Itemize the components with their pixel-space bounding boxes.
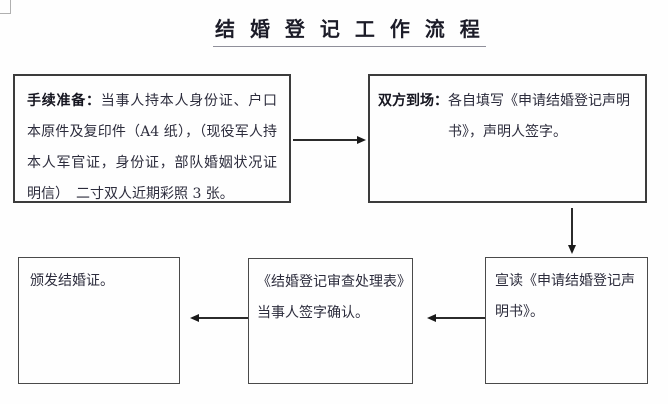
arrowhead-left-icon [190,313,199,322]
arrow-shaft [435,317,485,319]
step-prepare-box: 手续准备：当事人持本人身份证、户口本原件及复印件（A4 纸），（现役军人持本人军… [13,74,291,203]
step-prepare-text: 手续准备：当事人持本人身份证、户口本原件及复印件（A4 纸），（现役军人持本人军… [27,86,277,210]
step-review-sign-box: 《结婚登记审查处理表》当事人签字确认。 [248,258,413,384]
step-attend-body-line2: 书》，声明人签字。 [448,124,567,140]
arrow-prepare-to-attend [293,135,366,145]
arrow-attend-to-read [567,208,577,254]
arrow-shaft [198,317,248,319]
step-attend-label: 双方到场： [378,93,448,109]
arrowhead-left-icon [427,313,436,322]
arrow-shaft [571,208,573,246]
step-read-declaration-text: 宣读《申请结婚登记声明书》。 [495,273,635,320]
step-read-declaration-box: 宣读《申请结婚登记声明书》。 [485,257,648,384]
arrowhead-down-icon [567,245,576,254]
step-attend-body-line1: 各自填写《申请结婚登记声明 [448,93,630,109]
page-title: 结 婚 登 记 工 作 流 程 [213,13,486,47]
step-prepare-label: 手续准备： [27,93,101,109]
step-prepare-body: 当事人持本人身份证、户口本原件及复印件（A4 纸），（现役军人持本人军官证，身份… [27,93,277,202]
step-review-sign-text: 《结婚登记审查处理表》当事人签字确认。 [257,274,404,321]
arrow-read-to-review [427,313,485,323]
step-issue-certificate-box: 颁发结婚证。 [18,257,180,384]
arrow-shaft [293,139,358,141]
page-corner-artifact-vertical [10,0,11,14]
step-attend-box: 双方到场：各自填写《申请结婚登记声明 书》，声明人签字。 [368,74,647,203]
step-issue-certificate-text: 颁发结婚证。 [30,273,114,289]
step-attend-text-line1: 双方到场：各自填写《申请结婚登记声明 [378,86,637,117]
arrowhead-right-icon [357,135,366,144]
page-corner-artifact-horizontal [0,13,11,14]
arrow-review-to-issue [190,313,248,323]
